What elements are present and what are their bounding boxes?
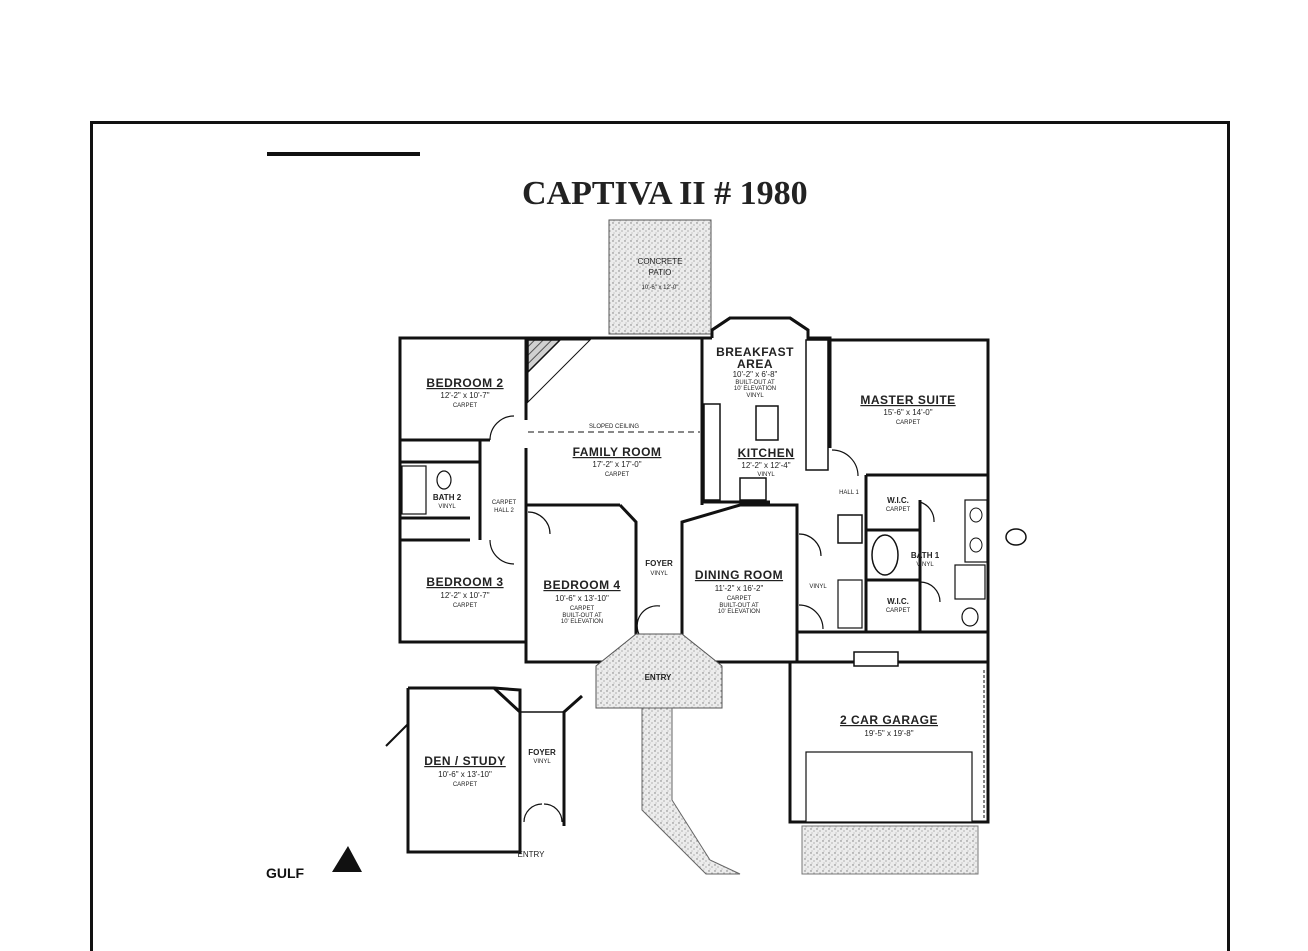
breakfast-note-2: 10' ELEVATION — [734, 386, 776, 392]
den-label: DEN / STUDY — [424, 754, 506, 768]
master-floor: CARPET — [896, 420, 921, 426]
den-wall-stub — [385, 723, 409, 747]
bedroom4-label: BEDROOM 4 — [543, 578, 620, 592]
bedroom4-note-1: BUILT-OUT AT — [562, 613, 602, 619]
garage-dims: 19'-5" x 19'-8" — [864, 729, 913, 738]
den-foyer-right — [562, 694, 583, 826]
foyer-label: FOYER — [645, 559, 673, 568]
bedroom2-label: BEDROOM 2 — [426, 376, 503, 390]
kitchen-label: KITCHEN — [738, 446, 795, 460]
bedroom4-floor: CARPET — [570, 606, 595, 612]
kitchen-counter — [703, 403, 721, 501]
foyer-floor: VINYL — [650, 571, 668, 577]
wic1-floor: CARPET — [886, 507, 911, 513]
door-foyer — [636, 605, 661, 637]
bath1-floor: VINYL — [916, 562, 934, 568]
kitchen-counter-right — [805, 339, 829, 471]
bath1-shower — [954, 564, 986, 600]
breakfast-note-1: BUILT-OUT AT — [735, 380, 775, 386]
dining-label: DINING ROOM — [695, 568, 783, 582]
bath1-toilet-icon — [961, 607, 979, 627]
wic2-label: W.I.C. — [887, 597, 909, 606]
dining-note-2: 10' ELEVATION — [718, 609, 760, 615]
kitchen-floor: VINYL — [757, 472, 775, 478]
bedroom2-dims: 12'-2" x 10'-7" — [440, 391, 489, 400]
door-wic1 — [919, 501, 935, 523]
family-dims: 17'-2" x 17'-0" — [592, 460, 641, 469]
bedroom3-dims: 12'-2" x 10'-7" — [440, 591, 489, 600]
master-label: MASTER SUITE — [860, 393, 955, 407]
kitchen-island — [755, 405, 779, 441]
wic1-label: W.I.C. — [887, 496, 909, 505]
patio-label-1: CONCRETE — [638, 257, 683, 266]
exterior-toilet-icon — [1005, 528, 1027, 546]
breakfast-bay — [710, 316, 810, 338]
family-floor: CARPET — [605, 472, 630, 478]
bedroom4-note-2: 10' ELEVATION — [561, 619, 603, 625]
wall-bed4-right — [618, 503, 638, 640]
wic2-floor: CARPET — [886, 608, 911, 614]
concrete-patio — [608, 219, 712, 335]
bath2-toilet-icon — [436, 470, 452, 490]
dining-note-1: BUILT-OUT AT — [719, 603, 759, 609]
breakfast-floor: VINYL — [746, 393, 764, 399]
patio-dims: 10'-6" x 12'-0" — [642, 285, 679, 291]
logo-mark — [332, 846, 362, 872]
logo-text: GULF — [266, 865, 305, 881]
den-dims: 10'-6" x 13'-10" — [438, 770, 492, 779]
bath1-sink-1 — [969, 507, 983, 523]
den-foyer-floor: VINYL — [533, 759, 551, 765]
bath1-sink-2 — [969, 537, 983, 553]
kitchen-dims: 12'-2" x 12'-4" — [741, 461, 790, 470]
den-entry-door — [523, 803, 543, 823]
laundry-floor: VINYL — [809, 584, 827, 590]
entry-porch-label: ENTRY — [645, 673, 672, 682]
hall1-label: HALL 1 — [839, 490, 859, 496]
dining-dims: 11'-2" x 16'-2" — [715, 584, 764, 593]
door-bed2 — [489, 415, 515, 441]
entry-porch — [595, 633, 723, 709]
bedroom2-floor: CARPET — [453, 403, 478, 409]
fireplace-hearth — [527, 339, 592, 404]
bath1-tub-icon — [871, 534, 899, 576]
breakfast-label-1: BREAKFAST — [716, 345, 794, 359]
family-note: SLOPED CEILING — [589, 424, 639, 430]
bedroom3-label: BEDROOM 3 — [426, 575, 503, 589]
bath2-tub-icon — [401, 465, 427, 515]
master-dims: 15'-6" x 14'-0" — [883, 408, 932, 417]
water-heater-icon — [837, 514, 863, 544]
plan-title: CAPTIVA II # 1980 — [522, 175, 808, 212]
washer-icon — [837, 579, 863, 629]
hall2-label: HALL 2 — [494, 508, 514, 514]
dining-floor: CARPET — [727, 596, 752, 602]
breakfast-dims: 10'-2" x 6'-8" — [733, 370, 778, 379]
walkway — [641, 707, 741, 875]
door-wic2 — [919, 581, 941, 603]
den-floor: CARPET — [453, 782, 478, 788]
bath2-floor: VINYL — [438, 504, 456, 510]
patio-label-2: PATIO — [649, 268, 672, 277]
family-label: FAMILY ROOM — [573, 445, 662, 459]
bath2-label: BATH 2 — [433, 493, 462, 502]
den-foyer-wall — [492, 686, 522, 852]
garage-label: 2 CAR GARAGE — [840, 713, 938, 727]
driveway — [801, 825, 979, 875]
den-entry-label: ENTRY — [518, 850, 546, 859]
bedroom3-floor: CARPET — [453, 603, 478, 609]
den-foyer-label: FOYER — [528, 748, 556, 757]
breakfast-label-2: AREA — [737, 357, 773, 371]
bath1-label: BATH 1 — [911, 551, 940, 560]
door-bed3 — [489, 539, 515, 565]
garage-attic-hatch — [853, 651, 899, 667]
den-entry-door-2 — [543, 803, 563, 823]
hall2-floor: CARPET — [492, 500, 517, 506]
garage-door — [805, 751, 973, 823]
door-laundry — [798, 604, 824, 630]
door-master — [831, 449, 859, 477]
door-bed4 — [527, 511, 551, 535]
door-dining — [798, 533, 822, 557]
bedroom4-dims: 10'-6" x 13'-10" — [555, 594, 609, 603]
range-icon — [739, 477, 767, 501]
